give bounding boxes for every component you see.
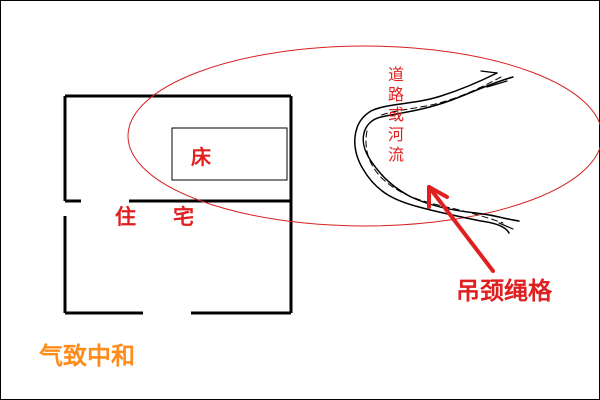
- road-or-river-label: 道路或河流: [387, 65, 404, 164]
- hanging-rope-pattern-label: 吊颈绳格: [456, 277, 552, 305]
- house-label-char-1: 住: [115, 205, 136, 229]
- arrow: [427, 185, 495, 273]
- road-center-line-1: [378, 76, 502, 117]
- house-outline: [63, 94, 293, 315]
- arrow-shaft: [427, 185, 495, 273]
- road-inner-edge: [354, 72, 510, 234]
- road-center-line-2: [365, 130, 504, 224]
- house-label-char-2: 宅: [173, 205, 194, 229]
- caption-text: 气致中和: [39, 342, 135, 370]
- arrow-head: [427, 185, 449, 209]
- road-outer-edge: [362, 76, 520, 222]
- energy-ellipse: [127, 45, 600, 227]
- road-or-river: [354, 70, 520, 234]
- road-end-lines: [480, 70, 514, 230]
- bed-rectangle: [171, 127, 288, 181]
- bed-label: 床: [191, 145, 211, 169]
